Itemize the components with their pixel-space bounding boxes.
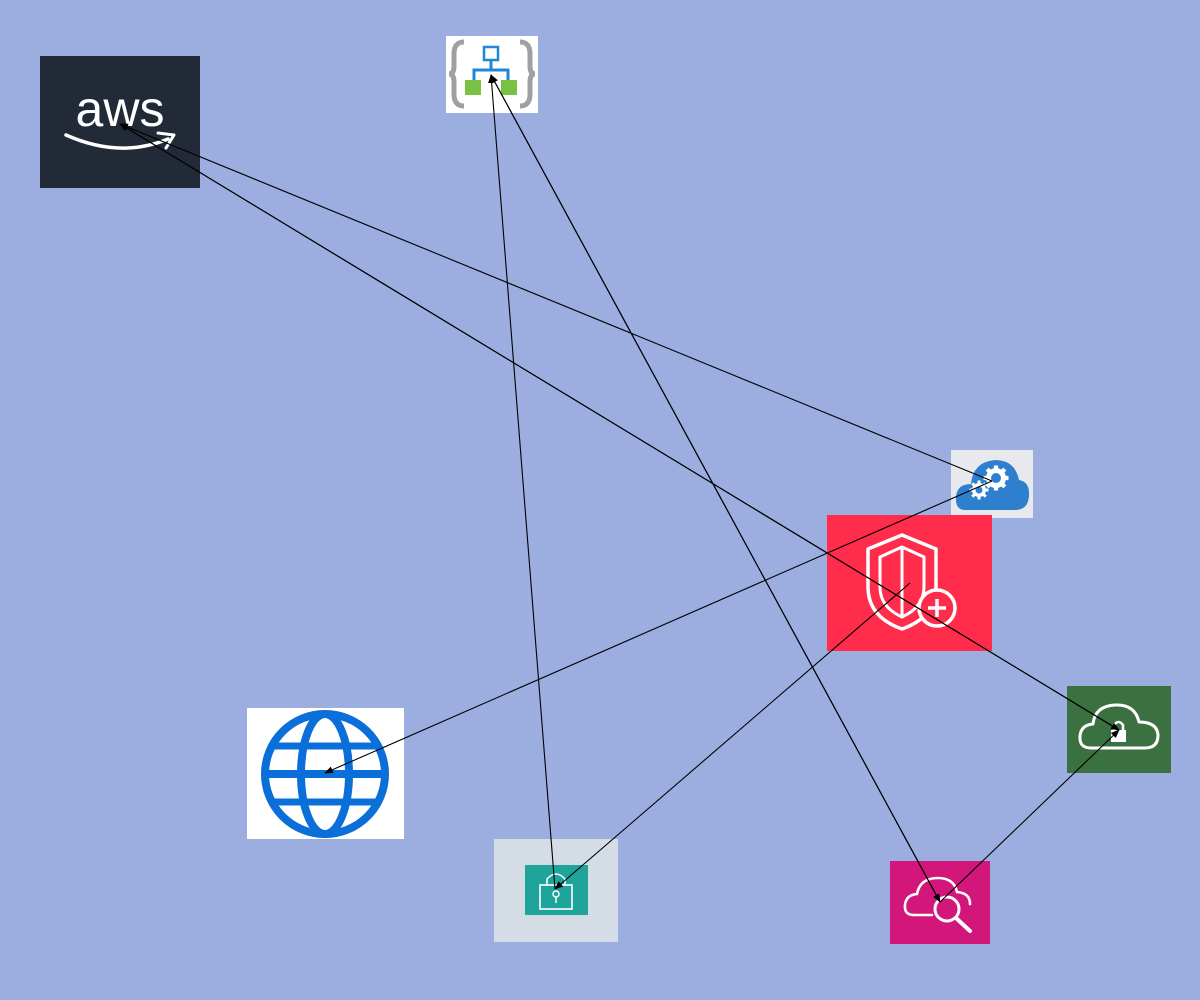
magnifier-handle xyxy=(954,916,972,933)
left-leaf xyxy=(465,80,481,95)
edge-logic-to-search[interactable] xyxy=(490,74,941,903)
cloud-search-icon[interactable] xyxy=(890,861,990,944)
globe-icon[interactable] xyxy=(247,708,404,839)
aws-smile-arrow xyxy=(64,133,170,150)
aws-tile xyxy=(40,56,200,188)
gear-hole xyxy=(991,473,1001,483)
logic-app-icon[interactable] xyxy=(446,36,538,113)
cloud-outline xyxy=(1078,703,1160,750)
shield-plus-icon[interactable] xyxy=(827,515,992,651)
edge-search-to-cloudlock[interactable] xyxy=(939,729,1120,903)
vault-tile xyxy=(525,865,588,915)
edge-shield-to-keyvault[interactable] xyxy=(554,582,911,890)
aws-logo-text: aws xyxy=(76,81,165,137)
top-node xyxy=(482,45,500,62)
cloud-outline xyxy=(903,876,972,917)
edge-cloudcfg-to-aws[interactable] xyxy=(119,123,993,482)
gear-hole xyxy=(975,486,983,494)
right-brace xyxy=(519,39,536,109)
cloud-gear-icon[interactable] xyxy=(951,450,1033,518)
plus-sign xyxy=(928,599,946,617)
edge-cloudcfg-to-globe[interactable] xyxy=(324,480,993,774)
magnifier-lens xyxy=(933,895,961,923)
right-leaf xyxy=(501,80,517,95)
large-gear xyxy=(983,465,1009,491)
padlock-icon[interactable] xyxy=(494,839,618,942)
tree-lines xyxy=(472,60,510,80)
left-brace xyxy=(448,39,465,109)
edge-layer xyxy=(119,74,1120,903)
aws-logo-icon[interactable]: aws xyxy=(40,56,200,188)
edge-aws-to-cloudlock[interactable] xyxy=(119,123,1120,731)
edge-keyvault-to-logic[interactable] xyxy=(488,74,556,890)
padlock-shackle xyxy=(546,873,566,885)
